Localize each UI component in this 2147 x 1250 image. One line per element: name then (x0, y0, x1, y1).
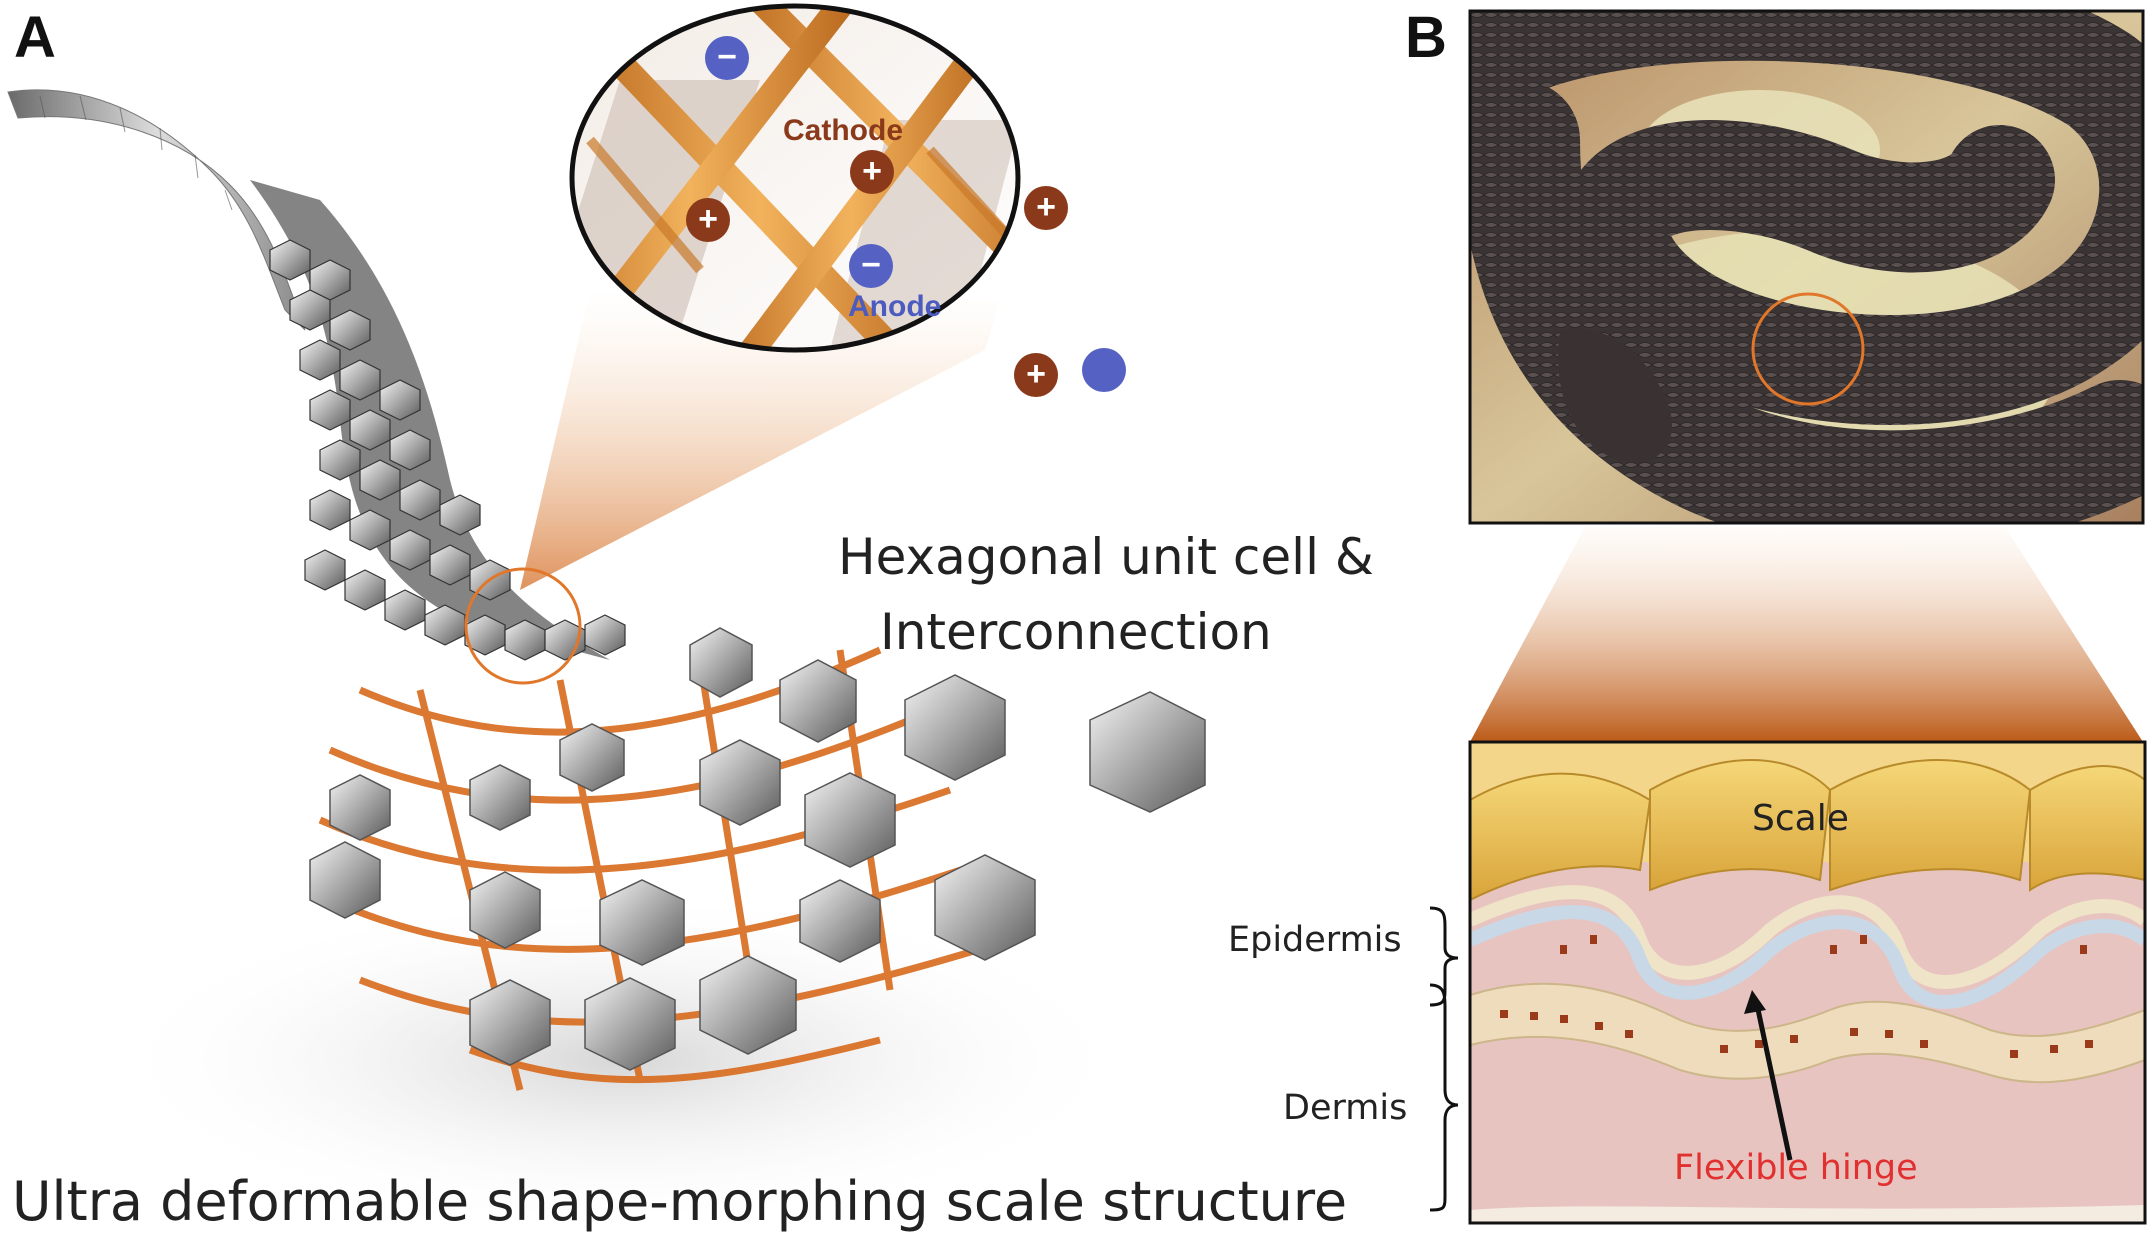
panel-b-letter: B (1405, 5, 1447, 70)
dermis-label: Dermis (1283, 1088, 1408, 1128)
snake-photo (1470, 11, 2143, 523)
zoom-ellipse (569, 3, 1021, 353)
scale-label: Scale (1752, 798, 1849, 839)
minus-symbol: − (861, 246, 881, 284)
plus-symbol: + (698, 200, 718, 238)
panel-a-letter: A (14, 5, 56, 70)
anode-label: Anode (848, 290, 942, 323)
epidermis-label: Epidermis (1228, 920, 1402, 960)
skin-diagram (1470, 742, 2145, 1223)
cathode-label: Cathode (783, 114, 903, 147)
plus-symbol: + (1026, 355, 1046, 393)
plus-symbol: + (862, 152, 882, 190)
panel-a-caption: Ultra deformable shape-morphing scale st… (12, 1170, 1348, 1233)
charge-markers (686, 36, 1126, 397)
zoom-caption-line2: Interconnection (880, 603, 1272, 661)
zoom-caption-line1: Hexagonal unit cell & (838, 528, 1374, 586)
flexible-hinge-label: Flexible hinge (1674, 1148, 1918, 1188)
zoom-source-circle (464, 567, 582, 685)
plus-symbol: + (1036, 188, 1056, 226)
dermis-brace (1429, 983, 1459, 1212)
photo-highlight-circle (1751, 292, 1865, 406)
minus-symbol: − (717, 38, 737, 76)
